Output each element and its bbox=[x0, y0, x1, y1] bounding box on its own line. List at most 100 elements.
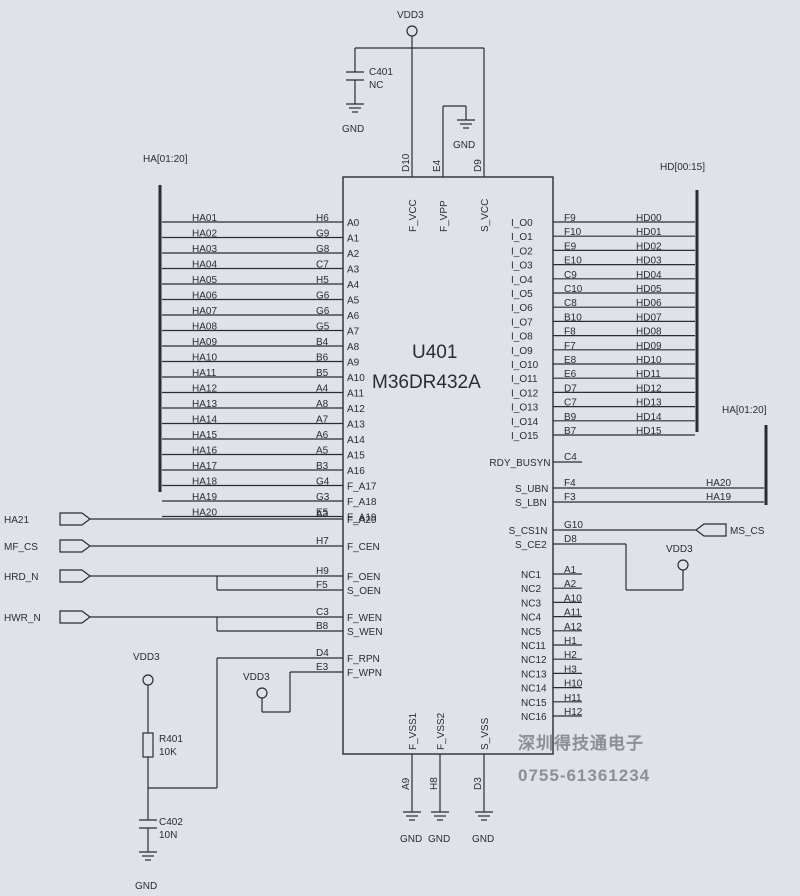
data-pin-number: C10 bbox=[564, 284, 583, 295]
top-pin-name: F_VPP bbox=[439, 200, 450, 232]
address-pin-name: A5 bbox=[347, 296, 360, 307]
vdd-r401-label: VDD3 bbox=[133, 652, 160, 663]
ha-right-bus-label: HA[01:20] bbox=[722, 405, 767, 416]
vdd-wpn-terminal bbox=[256, 687, 268, 699]
address-net-label: HA10 bbox=[192, 353, 217, 364]
address-pin-number: G6 bbox=[316, 306, 330, 317]
top-pin-number: D10 bbox=[401, 153, 412, 172]
address-pin-number: G3 bbox=[316, 492, 330, 503]
data-pin-number: F9 bbox=[564, 213, 576, 224]
port-arrow-icon bbox=[59, 610, 91, 624]
nc-pin-number: H11 bbox=[564, 693, 582, 704]
data-net-label: HD05 bbox=[636, 284, 662, 295]
data-net-label: HD04 bbox=[636, 270, 662, 281]
control-pin-number: A3 bbox=[316, 509, 329, 520]
address-pin-number: G9 bbox=[316, 229, 330, 240]
ctrl-net-label: MS_CS bbox=[730, 526, 765, 537]
control-pin-name: F_OEN bbox=[347, 572, 380, 583]
data-pin-name: I_O4 bbox=[511, 275, 533, 286]
address-pin-number: B5 bbox=[316, 368, 329, 379]
data-net-label: HD01 bbox=[636, 227, 662, 238]
vdd-ce2-label: VDD3 bbox=[666, 544, 693, 555]
address-net-label: HA11 bbox=[192, 368, 217, 379]
data-pin-name: I_O9 bbox=[511, 346, 533, 357]
data-pin-number: F8 bbox=[564, 327, 576, 338]
vdd-top-label: VDD3 bbox=[397, 10, 424, 21]
data-net-label: HD11 bbox=[636, 369, 661, 380]
ground-icon bbox=[457, 119, 475, 129]
control-net-label: HWR_N bbox=[4, 613, 41, 624]
address-net-label: HA05 bbox=[192, 275, 217, 286]
ground-icon bbox=[475, 811, 493, 821]
nc-pin-name: NC2 bbox=[521, 584, 541, 595]
data-pin-name: I_O2 bbox=[511, 246, 533, 257]
bottom-pin-number: H8 bbox=[429, 777, 440, 790]
address-pin-name: A16 bbox=[347, 466, 365, 477]
address-pin-number: B6 bbox=[316, 353, 329, 364]
address-net-label: HA02 bbox=[192, 229, 217, 240]
data-pin-name: I_O12 bbox=[511, 388, 539, 399]
address-pin-number: E5 bbox=[316, 508, 329, 519]
nc-pin-name: NC5 bbox=[521, 627, 541, 638]
nc-pin-name: NC12 bbox=[521, 655, 547, 666]
data-pin-name: I_O1 bbox=[511, 232, 533, 243]
ha-left-bus-label: HA[01:20] bbox=[143, 154, 188, 165]
gnd-label: GND bbox=[400, 834, 422, 845]
address-pin-name: A1 bbox=[347, 234, 360, 245]
data-net-label: HD14 bbox=[636, 412, 662, 423]
address-pin-number: H5 bbox=[316, 275, 329, 286]
c402-ref: C402 bbox=[159, 817, 183, 828]
data-pin-number: E9 bbox=[564, 241, 577, 252]
top-power: VDD3 C401 NC GND GND bbox=[342, 10, 485, 177]
address-pin-name: A4 bbox=[347, 280, 360, 291]
nc-pin-name: NC4 bbox=[521, 613, 541, 624]
chip-part: M36DR432A bbox=[372, 372, 481, 393]
nc-pin-name: NC11 bbox=[521, 641, 546, 652]
bottom-pin-name: F_VSS2 bbox=[436, 712, 447, 750]
top-pin-name: F_VCC bbox=[408, 199, 419, 232]
address-pin-name: F_A17 bbox=[347, 482, 377, 493]
data-pin-number: E6 bbox=[564, 369, 577, 380]
data-net-label: HD08 bbox=[636, 327, 662, 338]
ctrl-pin-name: S_CE2 bbox=[515, 540, 547, 551]
data-pin-name: I_O3 bbox=[511, 261, 533, 272]
address-pin-number: A4 bbox=[316, 384, 329, 395]
data-pin-number: F10 bbox=[564, 227, 582, 238]
nc-pin-name: NC13 bbox=[521, 669, 547, 680]
address-pin-number: B3 bbox=[316, 461, 329, 472]
nc-pin-number: A11 bbox=[564, 608, 581, 619]
address-net-label: HA20 bbox=[192, 508, 217, 519]
data-net-label: HD02 bbox=[636, 241, 662, 252]
data-pin-number: C9 bbox=[564, 270, 577, 281]
nc-pin-name: NC14 bbox=[521, 684, 547, 695]
data-pin-name: I_O7 bbox=[511, 317, 533, 328]
port-arrow-icon bbox=[59, 539, 91, 553]
address-net-label: HA09 bbox=[192, 337, 217, 348]
address-pin-number: G8 bbox=[316, 244, 330, 255]
r401-resistor bbox=[142, 732, 154, 758]
address-net-label: HA14 bbox=[192, 415, 217, 426]
address-pin-name: A15 bbox=[347, 451, 365, 462]
data-net-label: HD12 bbox=[636, 383, 662, 394]
address-net-label: HA17 bbox=[192, 461, 217, 472]
r401-ref: R401 bbox=[159, 734, 183, 745]
address-pin-number: A7 bbox=[316, 415, 329, 426]
ctrl-pin-number: D8 bbox=[564, 534, 577, 545]
control-pin-name: F_WEN bbox=[347, 613, 382, 624]
data-net-label: HD06 bbox=[636, 298, 662, 309]
nc-pin-name: NC1 bbox=[521, 570, 541, 581]
data-net-label: HD15 bbox=[636, 426, 662, 437]
bottom-pin-name: S_VSS bbox=[480, 717, 491, 750]
nc-pin-number: H3 bbox=[564, 664, 577, 675]
address-pin-number: G6 bbox=[316, 291, 330, 302]
address-pin-number: A6 bbox=[316, 430, 329, 441]
c401-ref: C401 bbox=[369, 67, 393, 78]
ground-icon bbox=[346, 103, 364, 113]
address-pin-name: A10 bbox=[347, 373, 365, 384]
address-pin-number: C7 bbox=[316, 260, 329, 271]
address-pin-name: A12 bbox=[347, 404, 365, 415]
